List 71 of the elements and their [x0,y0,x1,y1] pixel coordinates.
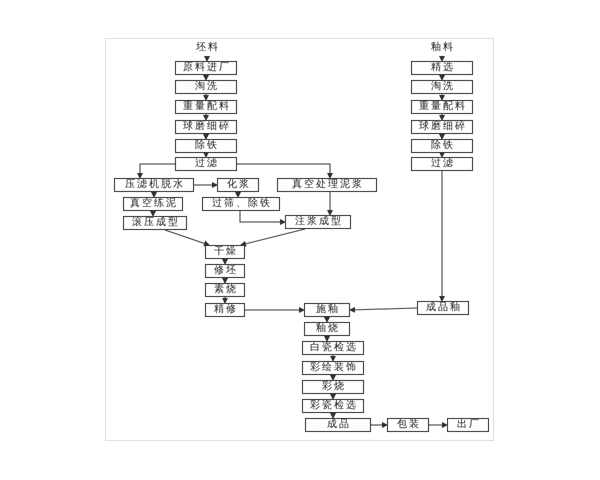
arrow [324,316,330,323]
process-box: 真空练泥 [123,197,183,211]
process-box: 施釉 [304,303,350,317]
arrow [194,182,218,188]
arrow [330,412,336,419]
arrow [222,278,228,284]
arrow [203,134,209,140]
arrow [150,210,156,217]
process-box: 彩瓷检选 [302,399,364,413]
arrow [203,94,209,101]
process-box: 球磨细碎 [175,120,237,134]
process-box: 成品 [305,418,371,432]
process-box: 干燥 [205,245,245,259]
arrow [330,394,336,400]
arrow [439,56,445,62]
process-box: 釉烧 [304,322,350,336]
arrow [439,134,445,140]
process-box: 过滤 [411,157,473,171]
process-box: 出厂 [447,418,489,432]
arrow [203,114,209,121]
process-box: 化浆 [217,178,259,192]
arrow [439,114,445,121]
process-box: 重量配料 [411,100,473,114]
process-box: 过筛、除铁 [202,197,280,211]
process-box: 白瓷检选 [302,341,364,355]
arrow [330,354,336,362]
process-box: 淘洗 [175,80,237,94]
arrow [240,210,286,225]
arrow [235,192,241,198]
process-box: 真空处理泥浆 [277,178,377,192]
arrow [439,152,445,158]
process-box: 淘洗 [411,80,473,94]
process-box: 素烧 [205,283,245,297]
arrow [330,374,336,381]
process-box: 滚压成型 [123,216,187,230]
process-box: 重量配料 [175,100,237,114]
arrow [151,192,157,198]
arrow [370,422,388,428]
process-box: 精修 [205,303,245,317]
arrow [204,56,210,62]
process-box: 成品釉 [417,301,469,315]
column-heading: 釉料 [422,42,462,56]
process-box: 球磨细碎 [411,120,473,134]
column-heading: 坯料 [187,42,227,56]
arrow [203,152,209,158]
arrow [203,74,209,81]
arrow [240,228,306,247]
process-box: 除铁 [411,139,473,153]
arrow [244,307,305,313]
process-box: 彩绘装饰 [302,361,364,375]
arrow [439,74,445,81]
arrow [327,192,333,216]
process-box: 彩烧 [302,380,364,394]
process-box: 包装 [387,418,429,432]
arrow [439,170,445,302]
arrow [222,258,228,265]
arrow [236,164,333,179]
arrow [349,306,418,313]
arrow [439,94,445,101]
arrow [428,422,448,428]
arrow [222,296,228,304]
process-box: 除铁 [175,139,237,153]
arrow [164,230,210,246]
process-box: 原料进厂 [175,61,237,75]
process-box: 过滤 [175,157,237,171]
process-box: 修坯 [205,264,245,278]
process-box: 精选 [411,61,473,75]
arrow [324,336,330,342]
arrow [137,164,176,179]
process-box: 压滤机脱水 [114,178,194,192]
process-box: 注浆成型 [285,215,351,229]
